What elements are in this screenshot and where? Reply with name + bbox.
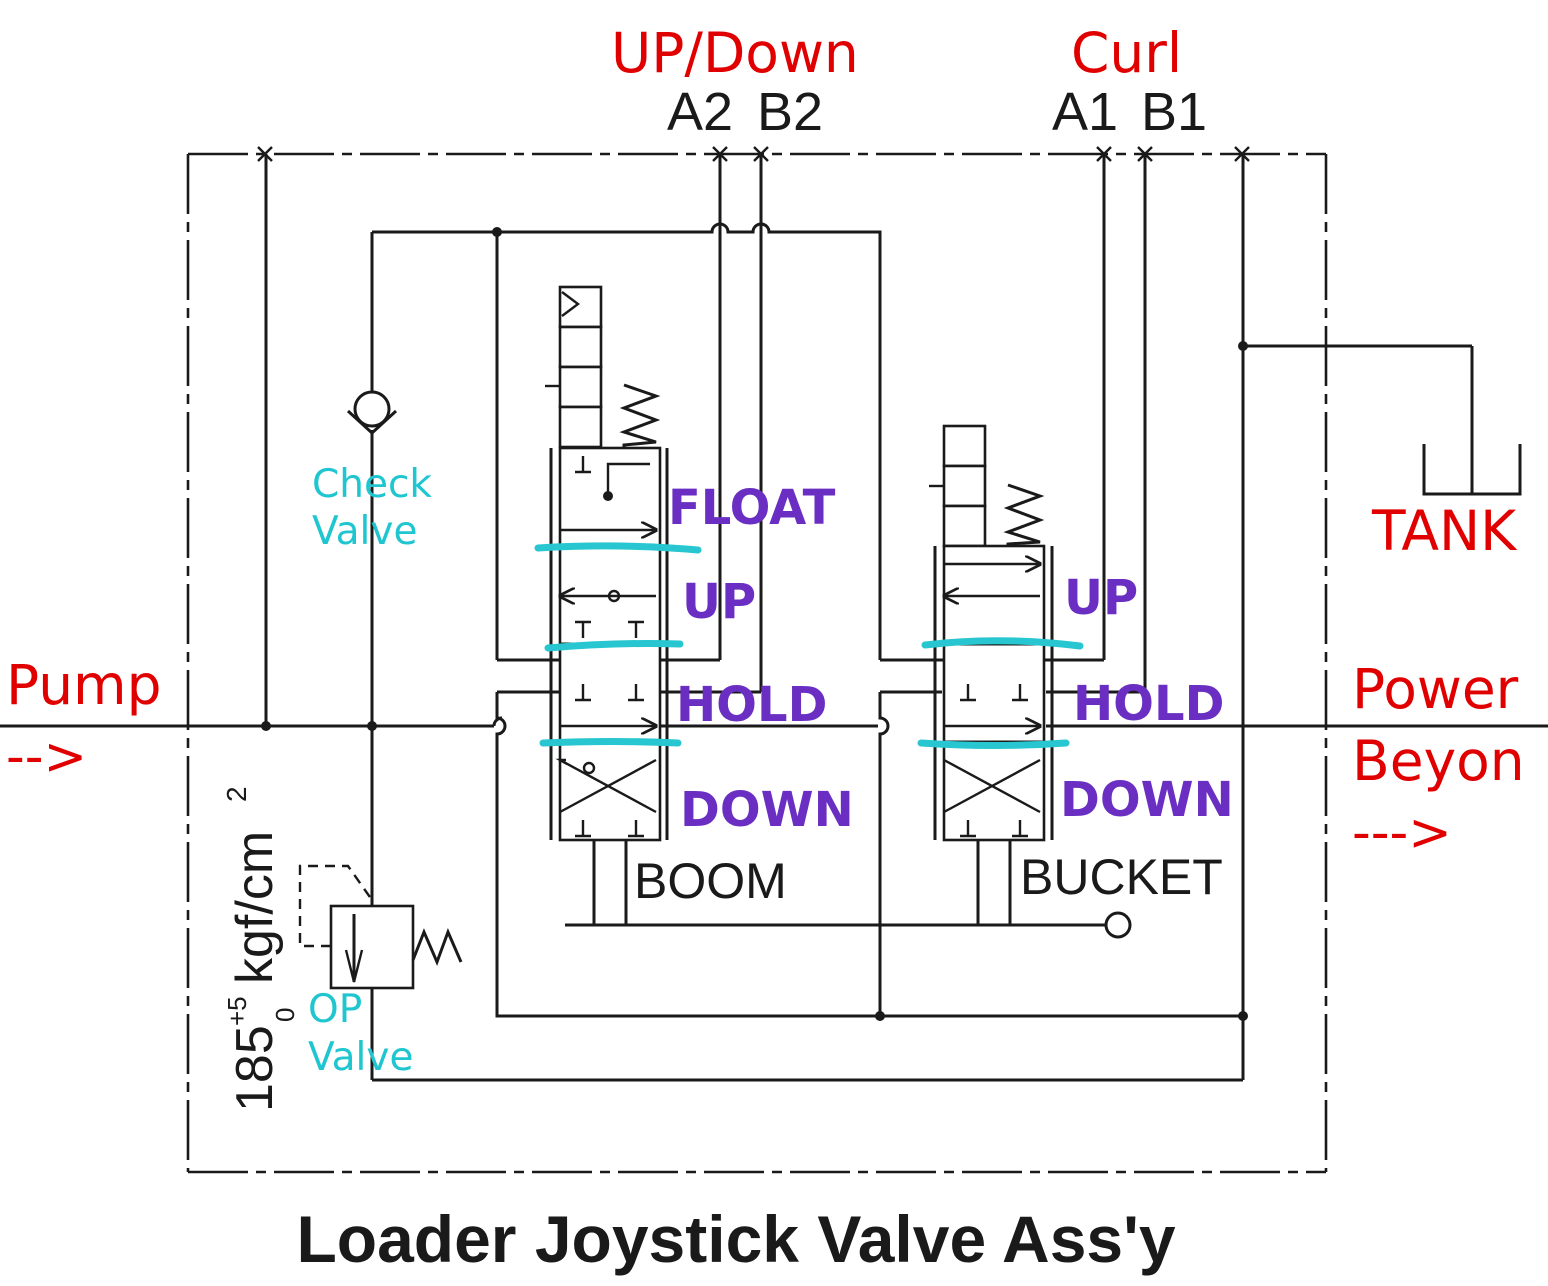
bucket-label: BUCKET <box>1020 849 1223 905</box>
position-highlight-marks <box>534 542 1084 749</box>
bucket-position-down: DOWN <box>1060 772 1234 828</box>
pressure-sup: +5 <box>222 996 252 1026</box>
pump-label: Pump <box>6 653 162 717</box>
curl-label: Curl <box>1071 21 1182 85</box>
power-beyond-line1: Power <box>1352 657 1519 721</box>
check-valve-icon <box>346 390 398 436</box>
port-a2-label: A2 <box>667 82 733 142</box>
check-valve-label-line1: Check <box>312 462 432 507</box>
port-b2-label: B2 <box>757 82 823 142</box>
bucket-position-up: UP <box>1064 570 1138 626</box>
boom-position-hold: HOLD <box>676 677 827 733</box>
pump-arrow: --> <box>6 727 87 787</box>
pressure-unit-sup: 2 <box>221 786 252 802</box>
op-valve-label-line2: Valve <box>308 1035 413 1080</box>
flow-lines <box>0 154 1548 1082</box>
boom-position-float: FLOAT <box>668 480 836 536</box>
power-beyond-line2: Beyon <box>1352 729 1525 793</box>
check-valve-label-line2: Valve <box>312 509 417 554</box>
boom-spool <box>545 285 669 925</box>
pressure-sub: 0 <box>270 1008 300 1022</box>
port-b1-label: B1 <box>1141 82 1207 142</box>
op-valve-label-line1: OP <box>308 987 362 1032</box>
boom-position-down: DOWN <box>680 782 854 838</box>
pressure-base: 185 <box>226 1025 284 1112</box>
bucket-position-hold: HOLD <box>1073 676 1224 732</box>
relief-valve-icon <box>298 864 463 990</box>
power-beyond-arrow: ---> <box>1352 803 1452 863</box>
pressure-unit: kgf/cm <box>226 831 284 984</box>
port-a1-label: A1 <box>1052 82 1118 142</box>
updown-label: UP/Down <box>611 21 859 85</box>
boom-label: BOOM <box>634 853 787 909</box>
bucket-spool <box>929 424 1132 939</box>
tank-label: TANK <box>1371 499 1518 563</box>
diagram-title: Loader Joystick Valve Ass'y <box>296 1202 1175 1276</box>
boom-position-up: UP <box>682 574 756 630</box>
valve-body-enclosure <box>186 152 1328 1174</box>
pressure-rating: 185 +5 0 kgf/cm 2 <box>221 786 300 1112</box>
tank-icon <box>1422 444 1522 496</box>
junction-dots <box>261 227 1248 1021</box>
